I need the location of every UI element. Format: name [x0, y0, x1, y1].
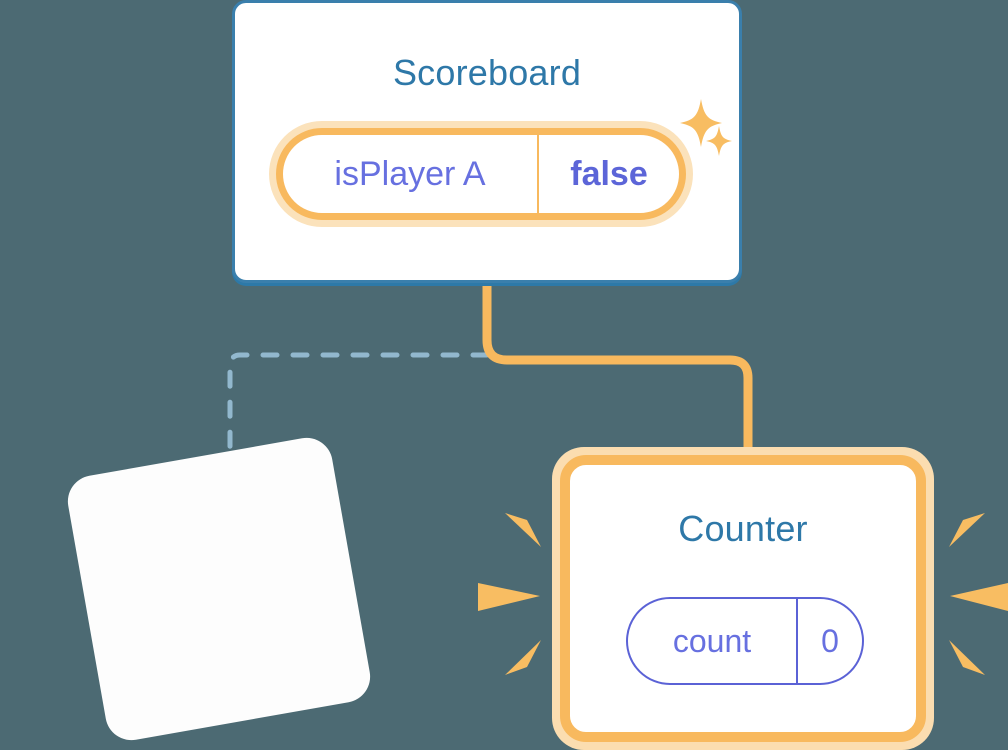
scoreboard-prop-key: isPlayer A [334, 154, 486, 193]
scoreboard-prop-pill[interactable]: isPlayer A false [269, 121, 693, 227]
burst-rays-counter-right [949, 513, 1008, 675]
connector-scoreboard-to-counter [482, 283, 753, 458]
burst-rays-counter-left [478, 513, 541, 675]
scoreboard-title: Scoreboard [392, 52, 582, 93]
sparkle-large-icon [680, 99, 722, 147]
pill-divider [537, 135, 539, 213]
counter-prop-value: 0 [821, 622, 839, 659]
counter-title: Counter [678, 508, 808, 549]
counter-prop-pill[interactable]: count 0 [626, 597, 864, 685]
counter-card[interactable]: Counter count 0 [552, 447, 934, 750]
counter-prop-key: count [672, 622, 752, 659]
scoreboard-card[interactable]: Scoreboard isPlayer A false [232, 0, 742, 283]
sparkle-small-icon [706, 126, 732, 156]
pill-divider [796, 599, 798, 683]
connector-scoreboard-to-blank-card [227, 352, 490, 473]
scoreboard-prop-value: false [570, 154, 648, 193]
